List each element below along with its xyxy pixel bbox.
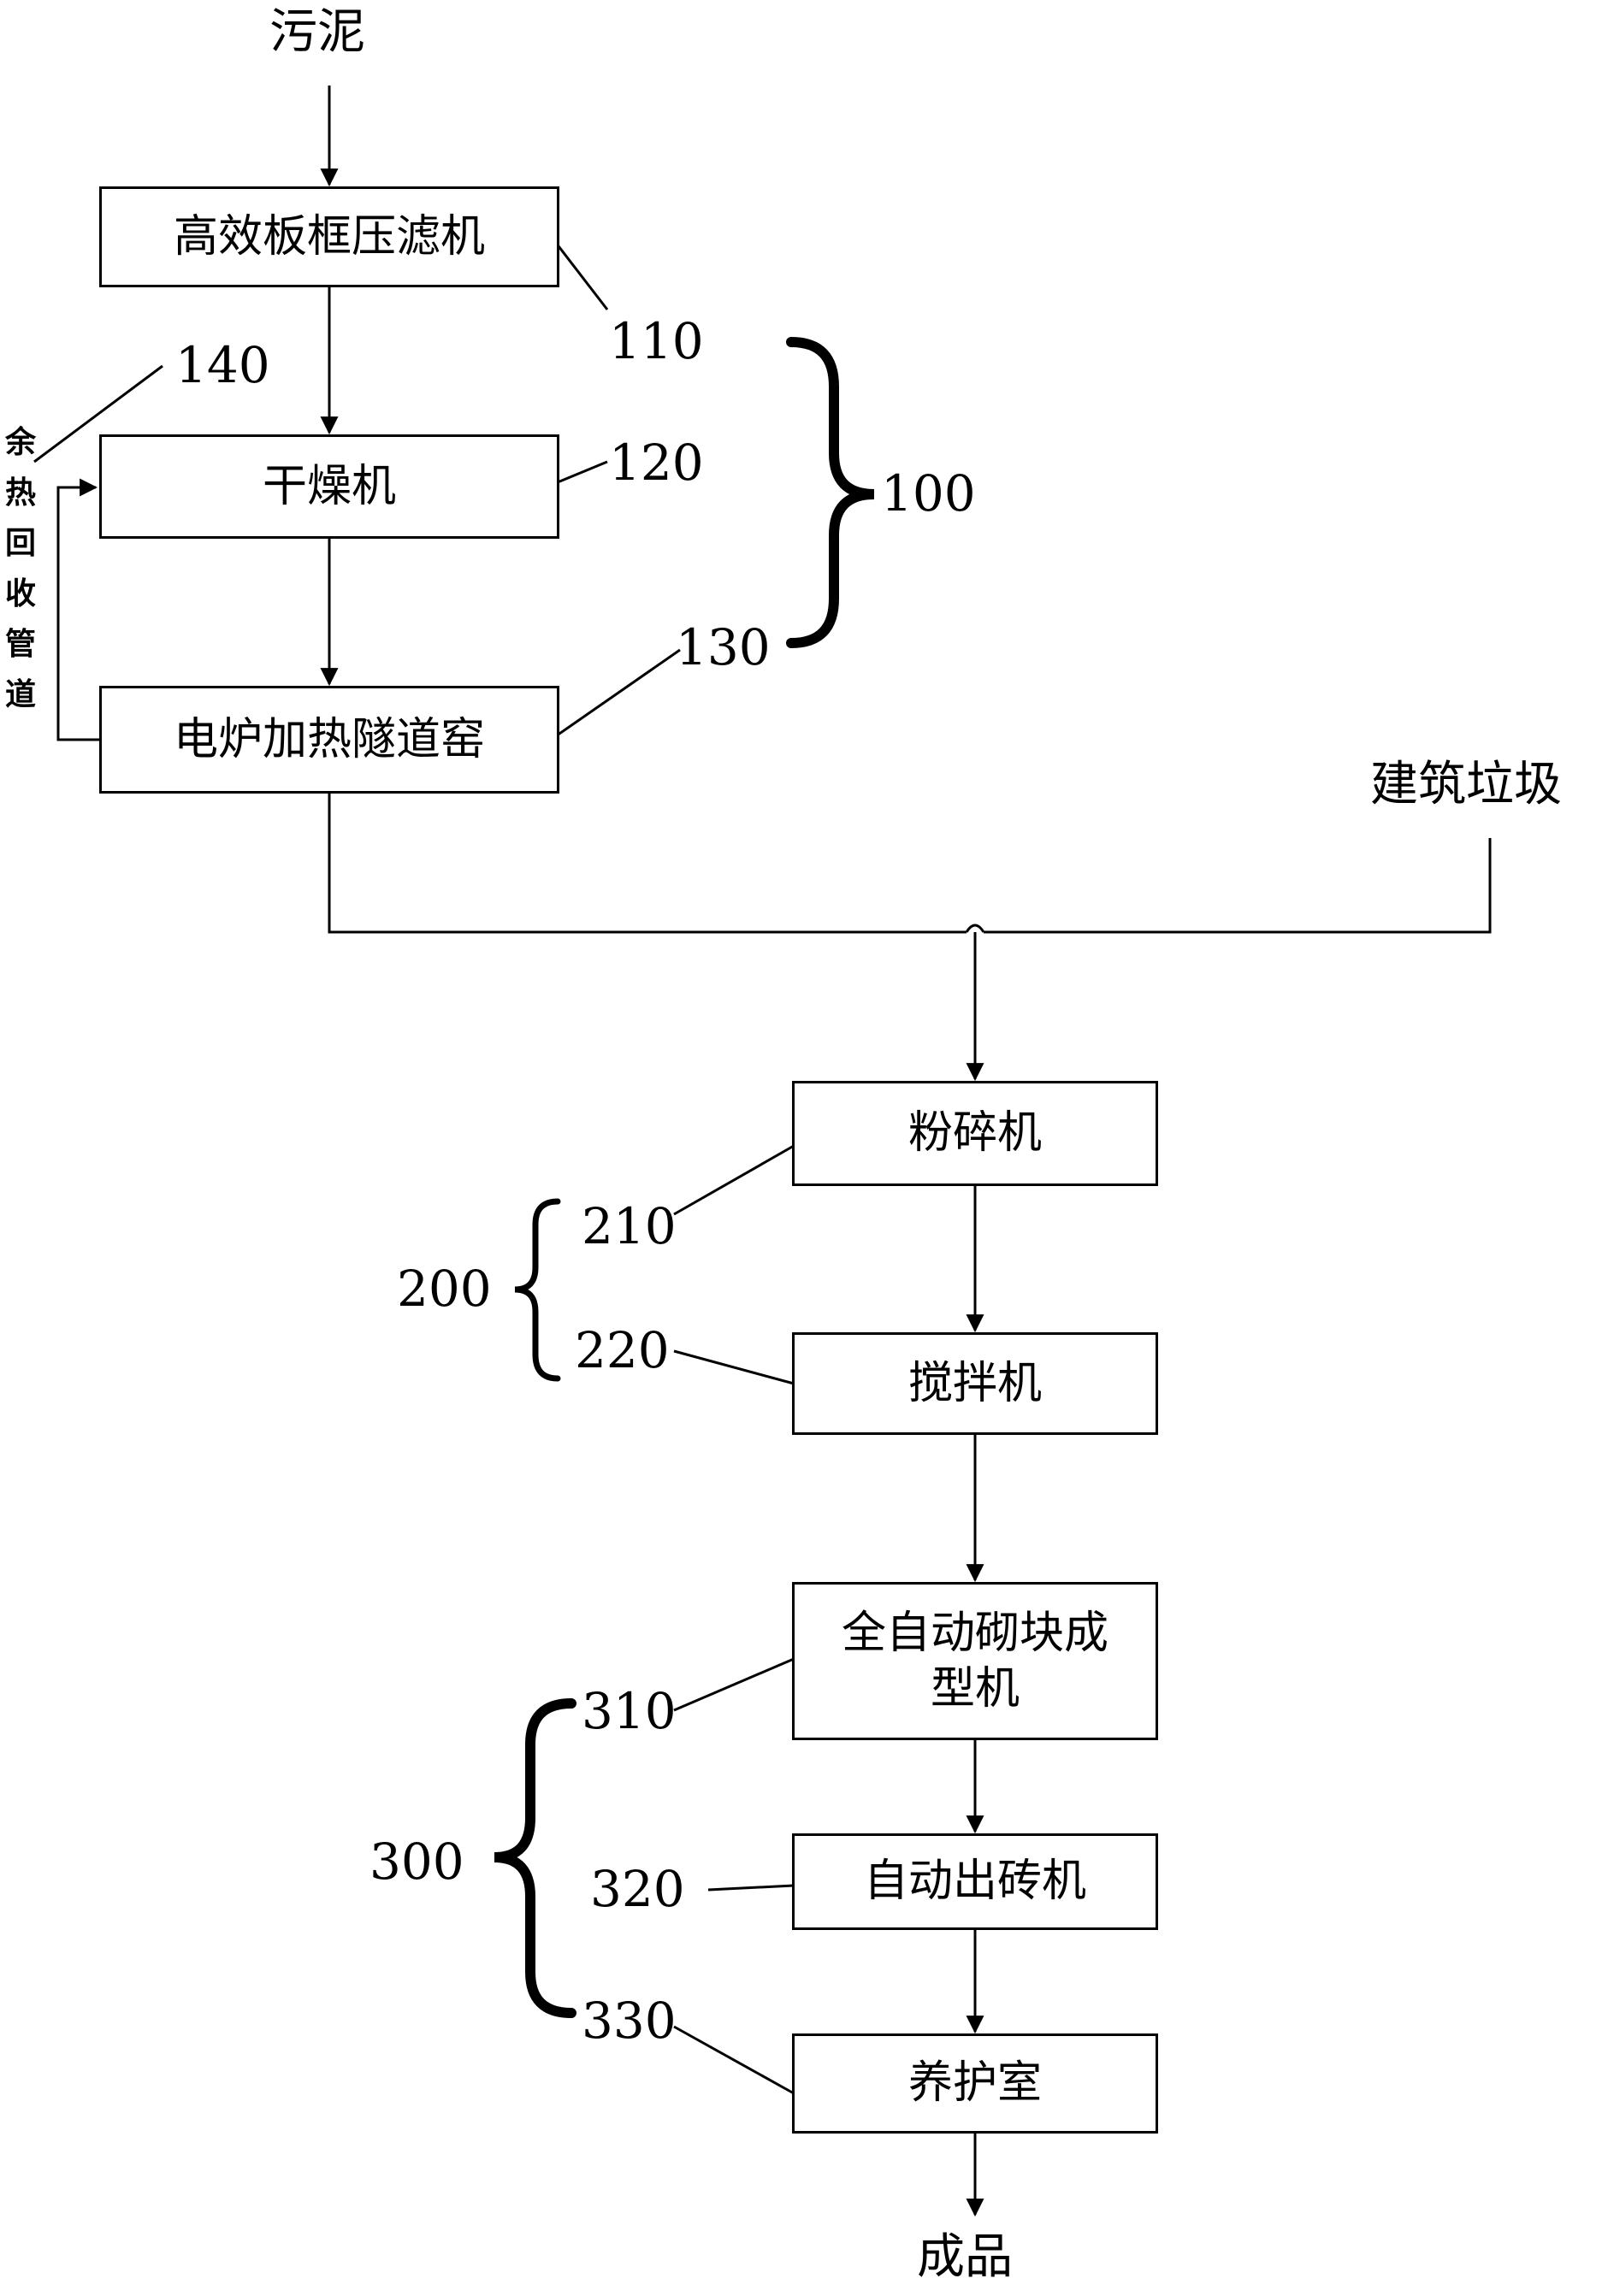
leader-330 (673, 2025, 795, 2095)
curing-room-box: 养护室 (792, 2033, 1158, 2134)
heat-pipe-char: 收 (4, 576, 36, 611)
label-220: 220 (575, 1321, 670, 1379)
label-120: 120 (609, 434, 704, 492)
leader-310 (673, 1657, 795, 1712)
heat-pipe-char: 回 (4, 526, 36, 561)
heat-recovery-pipe (56, 478, 99, 741)
label-200: 200 (397, 1260, 492, 1318)
label-320: 320 (590, 1860, 685, 1918)
heat-pipe-char: 管 (4, 627, 36, 662)
leader-210 (673, 1144, 795, 1216)
label-310: 310 (582, 1682, 677, 1740)
label-140: 140 (175, 336, 270, 394)
label-210: 210 (582, 1197, 677, 1255)
leader-140 (33, 364, 163, 463)
heat-recovery-pipe-label: 余 热 回 收 管 道 (3, 428, 38, 730)
label-130: 130 (676, 618, 771, 676)
brace-100 (786, 337, 875, 648)
line-kiln-output (328, 794, 967, 934)
dryer-box: 干燥机 (99, 434, 559, 539)
heat-pipe-char: 热 (4, 475, 36, 511)
block-forming-machine-box: 全自动砌块成型机 (792, 1582, 1158, 1740)
label-110: 110 (609, 312, 704, 370)
filter-press-box: 高效板框压滤机 (99, 186, 559, 287)
line-crossover-bridge (965, 924, 985, 933)
product-output-label: 成品 (917, 2229, 1013, 2285)
heat-pipe-char: 余 (4, 425, 36, 460)
label-100: 100 (881, 464, 976, 522)
heat-pipe-char: 道 (4, 677, 36, 712)
sludge-input-label: 污泥 (269, 4, 365, 60)
label-330: 330 (582, 1992, 677, 2050)
crusher-box: 粉碎机 (792, 1081, 1158, 1186)
brace-200 (514, 1198, 561, 1382)
leader-320 (707, 1884, 795, 1892)
mixer-box: 搅拌机 (792, 1332, 1158, 1435)
label-300: 300 (369, 1833, 464, 1891)
construction-waste-label: 建筑垃圾 (1370, 757, 1562, 812)
brace-300 (494, 1698, 576, 2018)
leader-220 (673, 1349, 795, 1385)
tunnel-kiln-box: 电炉加热隧道窑 (99, 686, 559, 794)
brick-unloader-box: 自动出砖机 (792, 1833, 1158, 1930)
line-construction-waste (984, 838, 1492, 934)
